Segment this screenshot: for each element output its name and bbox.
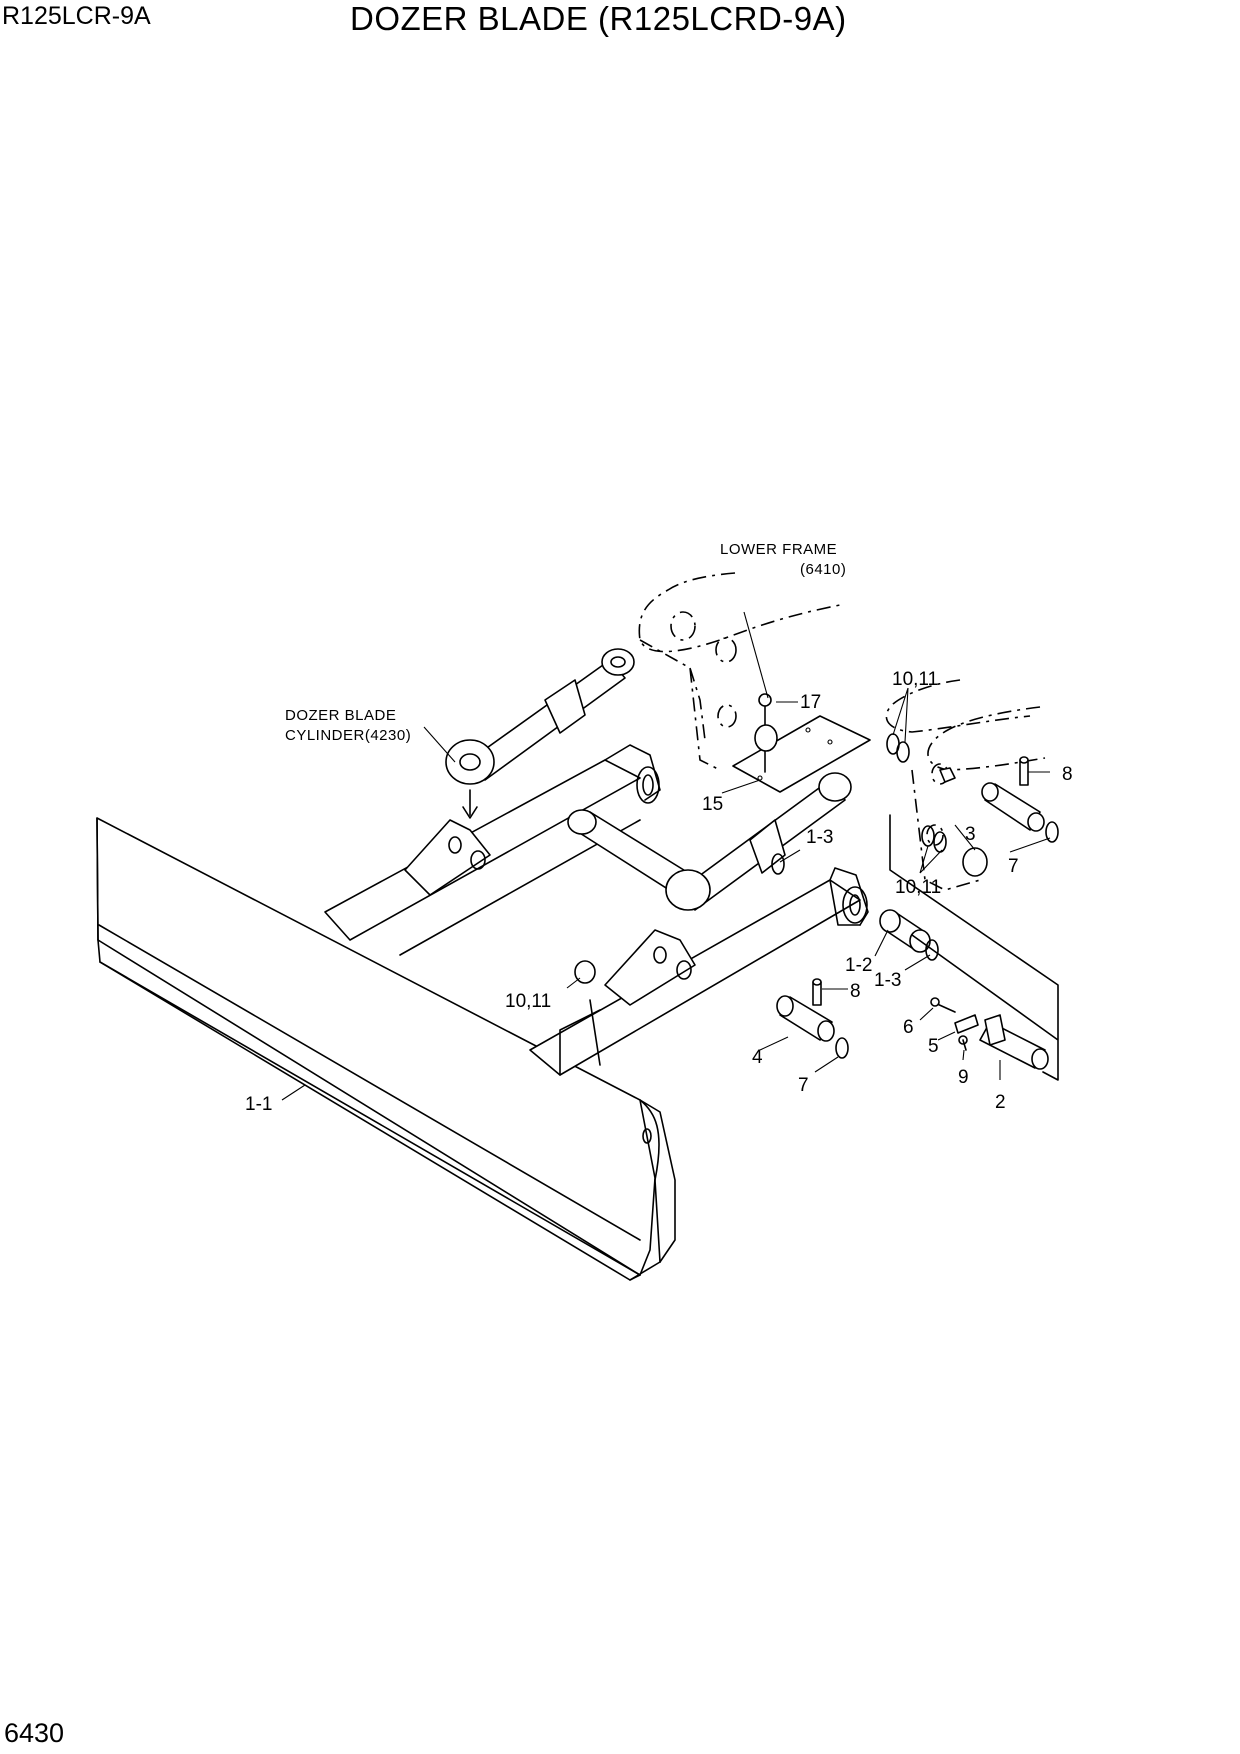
callout-8-top: 8 — [1062, 764, 1073, 785]
lower-frame-ref: (6410) — [800, 561, 846, 578]
blade-frame — [324, 744, 869, 1076]
callout-10-11-top: 10,11 — [892, 669, 938, 690]
bolt-17 — [754, 693, 778, 773]
callout-1-3-bottom: 1-3 — [874, 970, 901, 991]
model-code: R125LCR-9A — [2, 2, 151, 30]
callout-8-bottom: 8 — [850, 981, 861, 1002]
lower-frame-note: LOWER FRAME — [720, 541, 837, 558]
callout-17: 17 — [800, 692, 821, 713]
plate-15 — [732, 715, 871, 793]
cylinder-note: DOZER BLADE — [285, 707, 396, 724]
callout-2: 2 — [995, 1092, 1006, 1113]
callout-7-bottom: 7 — [798, 1075, 809, 1096]
pin-4-assembly — [776, 978, 849, 1059]
dozer-blade-cylinder — [445, 648, 635, 819]
callout-1-2: 1-2 — [845, 955, 872, 976]
callout-9: 9 — [958, 1067, 969, 1088]
callout-4: 4 — [752, 1047, 763, 1068]
callout-10-11-left: 10,11 — [505, 991, 551, 1012]
assembly-bracket-line — [889, 814, 1059, 1081]
lower-cylinder — [665, 772, 852, 911]
callout-10-11-right: 10,11 — [895, 877, 941, 898]
leader-lines — [281, 611, 1051, 1101]
callout-3: 3 — [965, 824, 976, 845]
center-pins — [574, 853, 939, 984]
cylinder-ref: CYLINDER(4230) — [285, 727, 411, 744]
right-pin-assembly — [886, 733, 1059, 877]
callout-7-right: 7 — [1008, 856, 1019, 877]
callout-1-1: 1-1 — [245, 1094, 272, 1115]
dozer-blade — [96, 817, 676, 1281]
pin-2-assembly — [930, 997, 1049, 1070]
callout-5: 5 — [928, 1036, 939, 1057]
page-title: DOZER BLADE (R125LCRD-9A) — [350, 0, 847, 37]
callout-15: 15 — [702, 794, 723, 815]
page-number: 6430 — [4, 1718, 65, 1748]
callout-1-3-top: 1-3 — [806, 827, 833, 848]
callout-6: 6 — [903, 1017, 914, 1038]
